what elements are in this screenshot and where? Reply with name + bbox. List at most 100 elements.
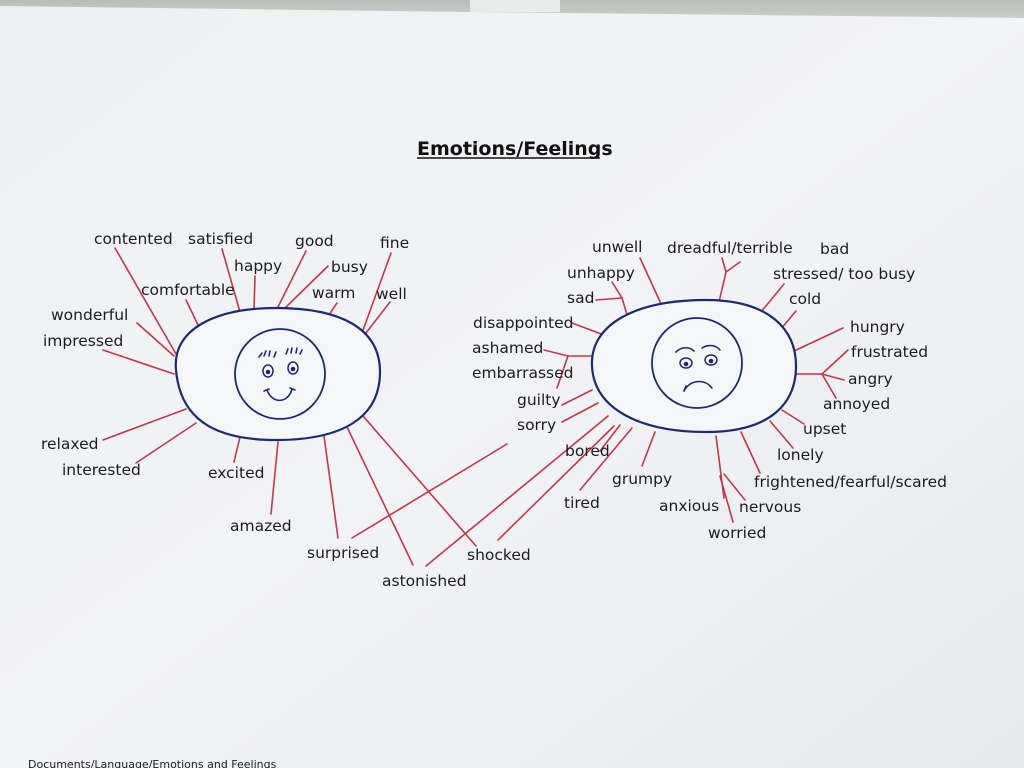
word-surprised: surprised: [307, 544, 379, 562]
word-frightened: frightened/fearful/scared: [754, 473, 947, 491]
spoke-annoyed: [821, 373, 837, 399]
word-anxious: anxious: [659, 497, 719, 515]
word-wonderful: wonderful: [51, 306, 128, 324]
sad-word-labels: unwell dreadful/terrible bad unhappy str…: [472, 238, 947, 542]
spoke-nervous: [723, 473, 746, 501]
word-unhappy: unhappy: [567, 264, 635, 282]
spoke-frightened: [740, 431, 761, 474]
spoke-embarrassed: [556, 355, 569, 389]
word-comfortable: comfortable: [141, 281, 235, 299]
word-astonished: astonished: [382, 572, 467, 590]
spoke-shocked-a: [362, 415, 477, 547]
spoke-good: [275, 250, 307, 312]
sad-spokes: [543, 257, 849, 523]
spoke-worried: [719, 475, 734, 523]
sad-face: [651, 317, 743, 409]
word-upset: upset: [803, 420, 846, 438]
word-tired: tired: [564, 494, 600, 512]
spoke-surprised-b: [351, 443, 508, 539]
word-grumpy: grumpy: [612, 470, 672, 488]
sad-blob: [590, 298, 798, 434]
spoke-happy: [253, 275, 256, 311]
happy-face-features: [258, 347, 303, 402]
sad-face-features: [675, 344, 721, 392]
spoke-wonderful: [136, 322, 175, 357]
spoke-shocked-b: [497, 425, 615, 541]
happy-blob: [174, 306, 382, 442]
spoke-surprised-a: [323, 435, 339, 539]
spoke-comfortable: [185, 299, 199, 326]
word-busy: busy: [331, 258, 368, 276]
word-unwell: unwell: [592, 238, 642, 256]
spoke-dreadful-fork-a: [721, 257, 727, 273]
word-good: good: [295, 232, 334, 250]
spoke-interested: [135, 422, 197, 464]
word-interested: interested: [62, 461, 141, 479]
word-worried: worried: [708, 524, 766, 542]
word-guilty: guilty: [517, 391, 561, 409]
happy-face: [234, 328, 326, 420]
word-warm: warm: [312, 284, 355, 302]
word-hungry: hungry: [850, 318, 905, 336]
word-impressed: impressed: [43, 332, 123, 350]
page-title: Emotions/Feelings: [417, 138, 613, 160]
word-frustrated: frustrated: [851, 343, 928, 361]
spoke-sad-a: [595, 297, 623, 301]
word-dreadful: dreadful/terrible: [667, 239, 793, 257]
spoke-hungry: [791, 327, 844, 353]
word-stressed: stressed/ too busy: [773, 265, 915, 283]
spoke-satisfied: [221, 248, 241, 313]
word-shocked: shocked: [467, 546, 531, 564]
word-bad: bad: [820, 240, 849, 258]
spoke-astonished-b: [425, 415, 609, 567]
spoke-impressed: [102, 349, 175, 375]
spoke-relaxed: [102, 408, 187, 441]
spoke-well: [365, 301, 391, 334]
happy-spokes: [102, 247, 477, 566]
word-annoyed: annoyed: [823, 395, 890, 413]
word-amazed: amazed: [230, 517, 292, 535]
word-well: well: [376, 285, 407, 303]
spoke-guilty: [561, 389, 593, 406]
spoke-tired: [579, 427, 633, 491]
word-angry: angry: [848, 370, 893, 388]
spoke-frustrated: [821, 349, 849, 375]
crossing-spokes: [351, 415, 615, 567]
word-ashamed: ashamed: [472, 339, 543, 357]
spoke-contented: [114, 247, 177, 355]
word-disappointed: disappointed: [473, 314, 573, 332]
word-satisfied: satisfied: [188, 230, 253, 248]
word-fine: fine: [380, 234, 409, 252]
spoke-dreadful: [718, 271, 727, 303]
spoke-astonished-a: [346, 426, 414, 566]
spoke-bored: [599, 424, 621, 452]
word-relaxed: relaxed: [41, 435, 98, 453]
word-contented: contented: [94, 230, 173, 248]
spoke-lonely: [769, 420, 794, 449]
word-nervous: nervous: [739, 498, 801, 516]
spoke-upset: [781, 409, 805, 425]
word-embarrassed: embarrassed: [472, 364, 573, 382]
spoke-unwell: [639, 257, 663, 307]
spoke-disappointed: [571, 322, 605, 336]
word-sad: sad: [567, 289, 594, 307]
word-happy: happy: [234, 257, 282, 275]
word-lonely: lonely: [777, 446, 824, 464]
word-sorry: sorry: [517, 416, 556, 434]
spoke-amazed: [270, 441, 279, 515]
spoke-busy: [283, 265, 329, 310]
happy-word-labels: contented satisfied good fine happy busy…: [41, 230, 531, 590]
word-cold: cold: [789, 290, 821, 308]
spoke-sorry: [561, 402, 599, 423]
spoke-grumpy: [641, 431, 656, 467]
spoke-fine: [361, 252, 392, 334]
spoke-angry: [821, 373, 845, 381]
word-bored: bored: [565, 442, 610, 460]
footer-path: Documents/Language/Emotions and Feelings: [28, 758, 277, 768]
word-excited: excited: [208, 464, 264, 482]
spoke-excited: [233, 436, 241, 463]
spoke-unhappy: [611, 281, 623, 299]
spoke-dreadful-fork-b: [725, 261, 741, 273]
